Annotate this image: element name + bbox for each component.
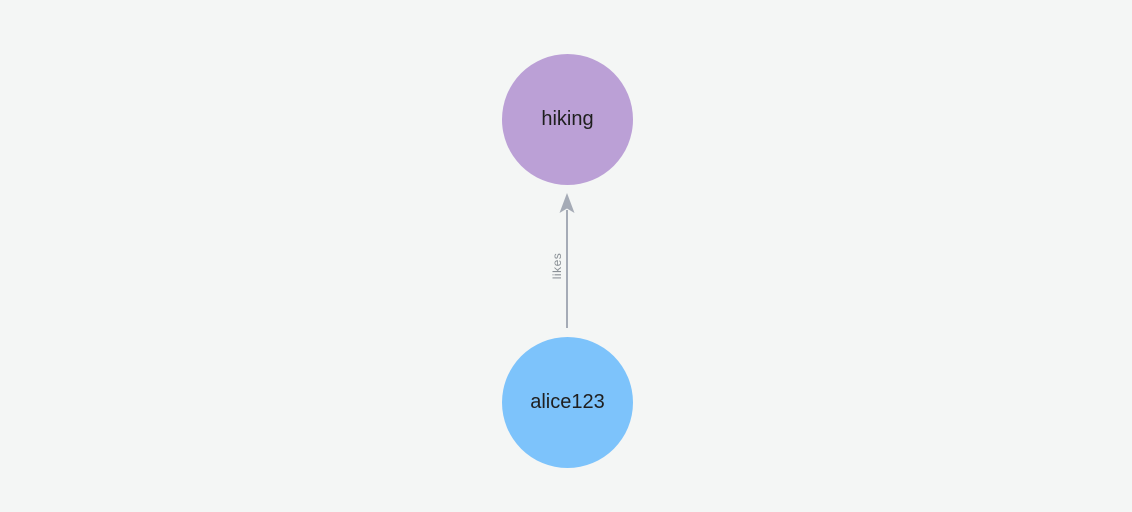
node-label-hiking: hiking <box>541 108 594 130</box>
node-label-alice123: alice123 <box>530 391 605 413</box>
node-alice123[interactable]: alice123 <box>502 337 633 468</box>
arrowhead-icon <box>559 193 575 213</box>
node-hiking[interactable]: hiking <box>502 54 633 185</box>
edge-label-likes: likes <box>550 252 564 280</box>
